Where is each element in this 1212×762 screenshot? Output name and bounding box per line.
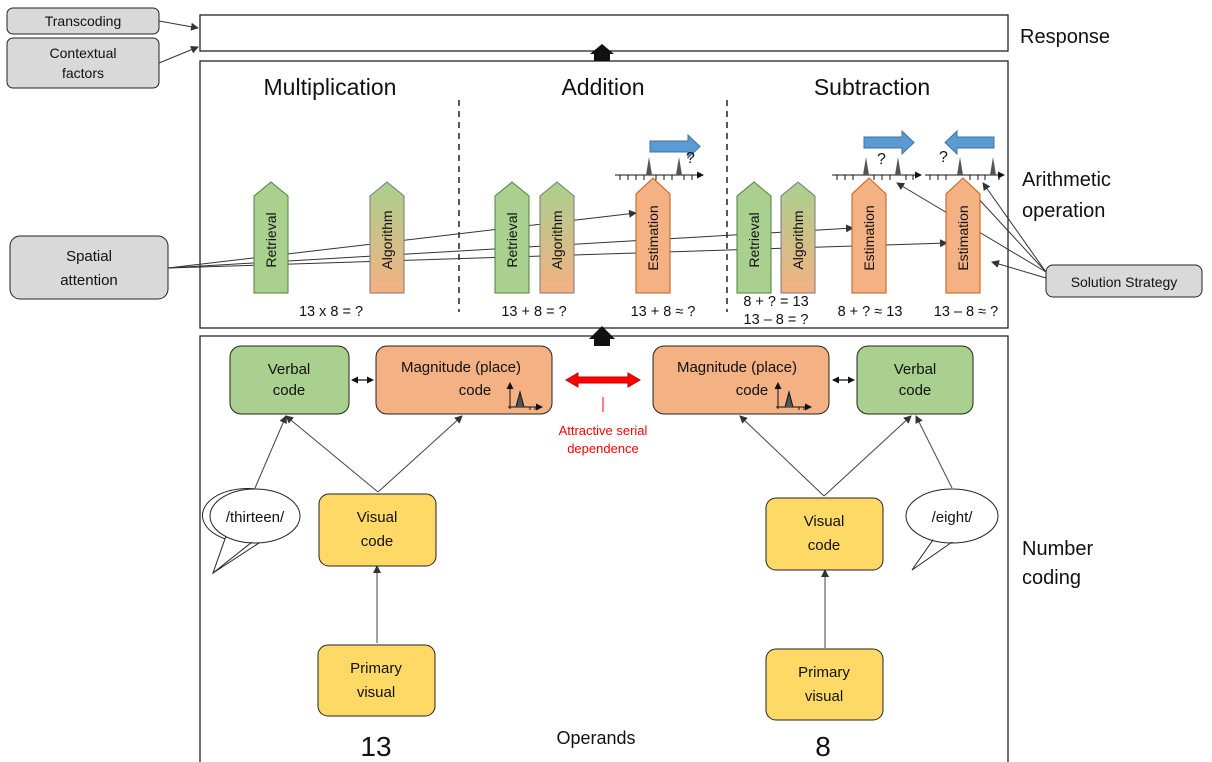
visual-right-label-1: Visual [804,513,845,530]
up-arrow-mid [589,326,615,346]
sub-retrieval-label: Retrieval [746,212,762,267]
eq-sub-est-2: 13 – 8 ≈ ? [934,304,998,320]
sub-algorithm-shape [780,181,816,294]
coding-arrows [254,415,953,648]
sub-question-mark-1: ? [877,151,886,168]
sub-blue-arrow-2 [944,129,995,156]
sub-algorithm-label: Algorithm [790,210,806,269]
arithmetic-label-1: Arithmetic [1022,169,1111,191]
sub-number-line-2: ? [925,129,1005,180]
magnitude-right-label-1: Magnitude (place) [677,359,797,376]
speech-bubble-right [905,488,999,544]
mult-retrieval-shape [253,181,289,294]
sub-number-line-1: ? [832,129,922,180]
magnitude-left-label-2: code [459,382,492,399]
transcoding-label: Transcoding [45,13,122,29]
multiplication-header: Multiplication [264,74,397,100]
verbal-right-label-1: Verbal [894,361,937,378]
primary-right-label-1: Primary [798,664,850,681]
visual-left-label-2: code [361,533,394,550]
operand-right: 8 [815,731,831,762]
add-number-line: ? [615,133,704,180]
sub-estimation-2-shape [945,177,981,294]
sub-question-mark-2: ? [939,149,948,166]
eq-add-est: 13 + 8 ≈ ? [631,304,696,320]
attractive-label-1: Attractive serial [559,423,648,438]
add-retrieval-shape [494,181,530,294]
mult-algorithm-label: Algorithm [379,210,395,269]
visual-left-label-1: Visual [357,509,398,526]
eq-add-exact: 13 + 8 = ? [501,304,566,320]
add-estimation-label: Estimation [645,205,661,270]
spatial-label-1: Spatial [66,248,112,265]
solution-strategy-label: Solution Strategy [1071,274,1178,290]
visual-right-label-2: code [808,537,841,554]
verbal-code-left [229,345,350,415]
mini-distribution-left [506,382,543,411]
sub-estimation-1-shape [851,177,887,294]
add-blue-arrow [649,133,701,160]
magnitude-left-label-1: Magnitude (place) [401,359,521,376]
verbal-left-label-2: code [273,382,306,399]
add-retrieval-label: Retrieval [504,212,520,267]
primary-right-label-2: visual [805,688,843,705]
primary-left-label-1: Primary [350,660,402,677]
operands-label: Operands [556,728,635,748]
verbal-right-label-2: code [899,382,932,399]
mult-retrieval-label: Retrieval [263,212,279,267]
mult-algorithm-shape [369,181,405,294]
number-coding-label-2: coding [1022,567,1081,589]
verbal-code-right [856,345,974,415]
addition-header: Addition [561,74,644,100]
contextual-arrow [158,45,199,64]
eq-mult: 13 x 8 = ? [299,304,363,320]
subtraction-header: Subtraction [814,74,930,100]
magnitude-right-label-2: code [736,382,769,399]
arithmetic-box [199,60,1009,329]
sub-estimation-2-label: Estimation [955,205,971,270]
mini-distribution-right [774,382,812,411]
primary-left-label-2: visual [357,684,395,701]
contextual-label-2: factors [62,65,104,81]
sub-blue-arrow-1 [863,129,915,156]
magnitude-code-right [652,345,830,415]
magnitude-code-left [375,345,553,415]
add-algorithm-label: Algorithm [549,210,565,269]
add-algorithm-shape [539,181,575,294]
add-estimation-shape [635,177,671,294]
operand-left: 13 [360,731,391,762]
spatial-attention-box [9,235,169,300]
arithmetic-label-2: operation [1022,200,1105,222]
eq-sub-exact-1: 8 + ? = 13 [743,294,808,310]
eq-sub-est-1: 8 + ? ≈ 13 [838,304,903,320]
visual-code-left [318,493,437,567]
attractive-serial-dependence-arrow [565,372,641,412]
verbal-left-label-1: Verbal [268,361,311,378]
primary-visual-right [765,648,884,721]
up-arrow-top [590,44,614,61]
response-box [199,14,1009,52]
spatial-label-2: attention [60,272,118,289]
solution-strategy-box [1045,264,1203,298]
contextual-label-1: Contextual [50,45,117,61]
speech-left-label: /thirteen/ [226,509,285,526]
sub-retrieval-shape [736,181,772,294]
eq-sub-exact-2: 13 – 8 = ? [744,312,809,328]
sub-estimation-1-label: Estimation [861,205,877,270]
primary-visual-left [317,644,436,717]
number-coding-label-1: Number [1022,538,1093,560]
speech-right-label: /eight/ [932,509,974,526]
add-question-mark: ? [686,150,695,167]
transcoding-arrow [158,20,199,31]
response-label: Response [1020,26,1110,48]
visual-code-right [765,497,884,571]
attractive-label-2: dependence [567,441,639,456]
